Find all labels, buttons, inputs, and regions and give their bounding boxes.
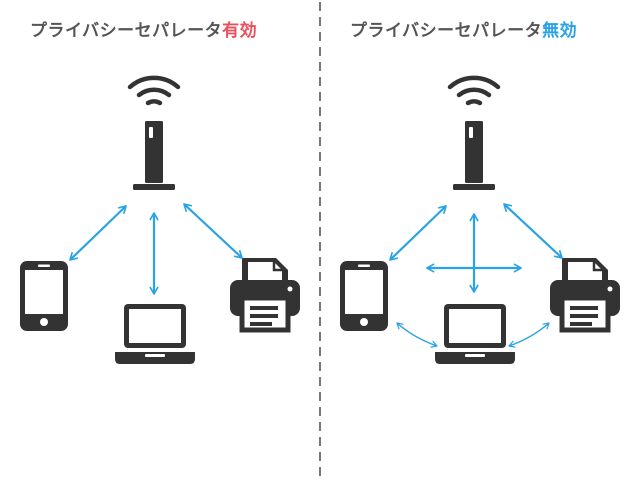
arrow-router-phone (69, 205, 127, 261)
router-icon (450, 78, 498, 190)
panel-enabled (20, 78, 300, 364)
printer-icon (550, 258, 620, 330)
arrow-laptop-printer (508, 322, 550, 348)
arrow-router-printer (503, 203, 563, 259)
status-enabled-label: 有効 (222, 21, 258, 41)
laptop-icon (435, 304, 515, 364)
title-prefix: プライバシーセパレータ (30, 21, 223, 41)
title-privacy-separator-disabled: プライバシーセパレータ無効 (350, 16, 577, 41)
smartphone-icon (340, 261, 388, 331)
title-prefix: プライバシーセパレータ (350, 21, 543, 41)
smartphone-icon (20, 261, 68, 331)
arrow-router-printer (183, 203, 243, 259)
panel-disabled (340, 78, 620, 364)
printer-icon (230, 258, 300, 330)
title-privacy-separator-enabled: プライバシーセパレータ有効 (30, 16, 257, 41)
arrow-phone-laptop (396, 322, 438, 348)
arrow-router-phone (389, 205, 447, 261)
laptop-icon (115, 304, 195, 364)
status-disabled-label: 無効 (542, 21, 578, 41)
router-icon (130, 78, 178, 190)
